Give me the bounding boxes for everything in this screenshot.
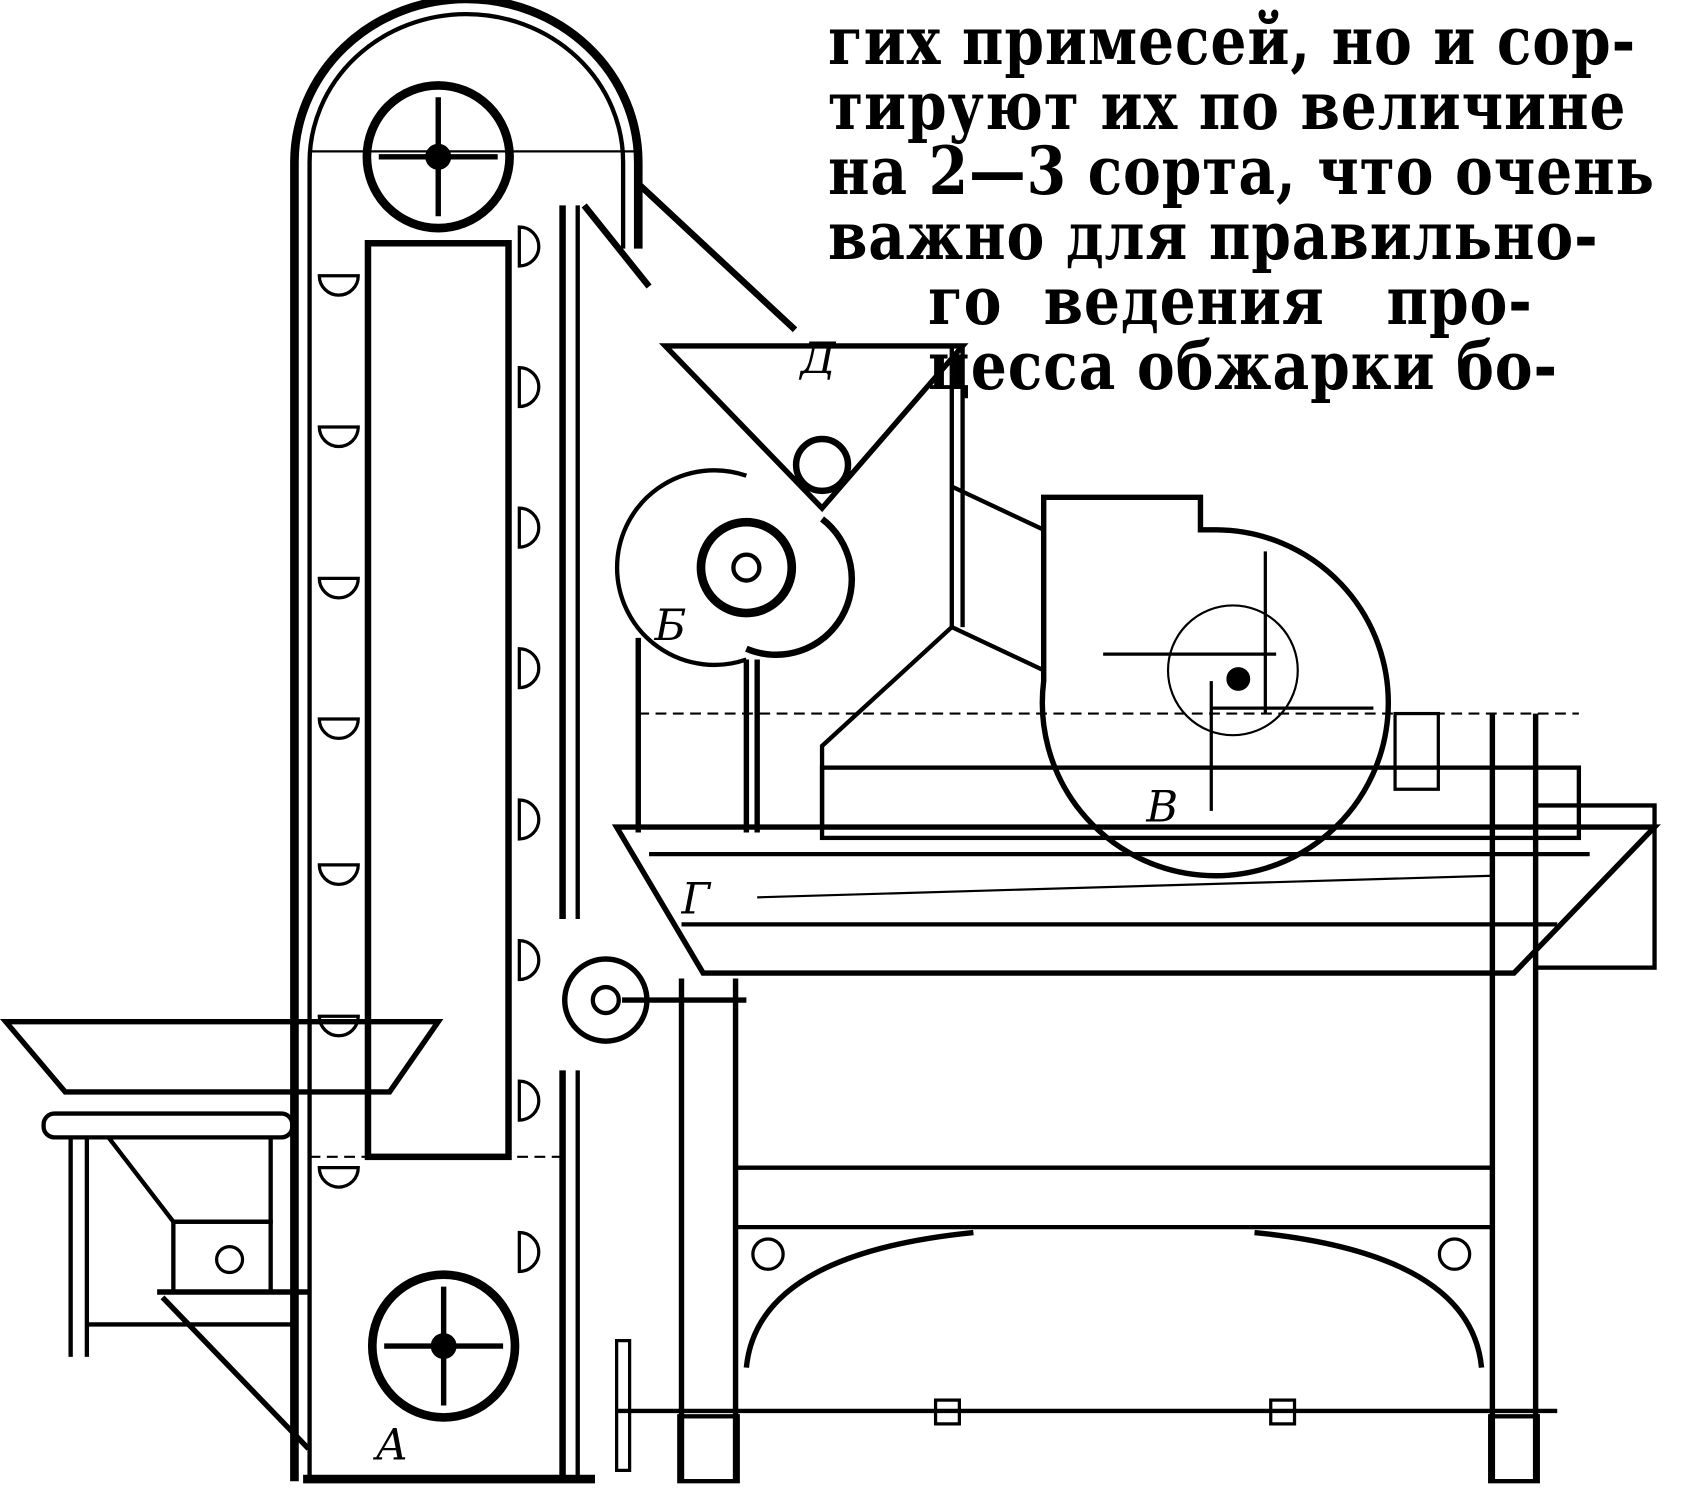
text-line: цесса обжарки бо- xyxy=(928,327,1558,405)
text-line: важно для правильно- xyxy=(828,197,1599,275)
text-line: го ведения про- xyxy=(928,262,1533,340)
text-line: на 2—3 сорта, что очень xyxy=(828,132,1655,210)
feed-hopper xyxy=(0,1018,444,1451)
sorting-drum-b: Б xyxy=(614,468,856,833)
label-g: Г xyxy=(681,875,712,925)
upper-hopper: Д xyxy=(581,181,969,628)
top-pulley xyxy=(362,81,514,233)
bucket-elevator xyxy=(290,0,643,1484)
label-b: Б xyxy=(653,601,686,651)
fan-v: В xyxy=(819,484,1392,879)
label-v: В xyxy=(1145,783,1178,833)
sieve-frame-g: Г xyxy=(562,711,1661,1484)
feed-roller-d xyxy=(792,435,852,495)
label-d: Д xyxy=(798,334,836,384)
text-line: тируют их по величине xyxy=(828,67,1627,145)
bottom-pulley xyxy=(367,1270,520,1422)
label-a: А xyxy=(373,1421,409,1471)
text-line: гих примесей, но и сор- xyxy=(828,2,1636,80)
